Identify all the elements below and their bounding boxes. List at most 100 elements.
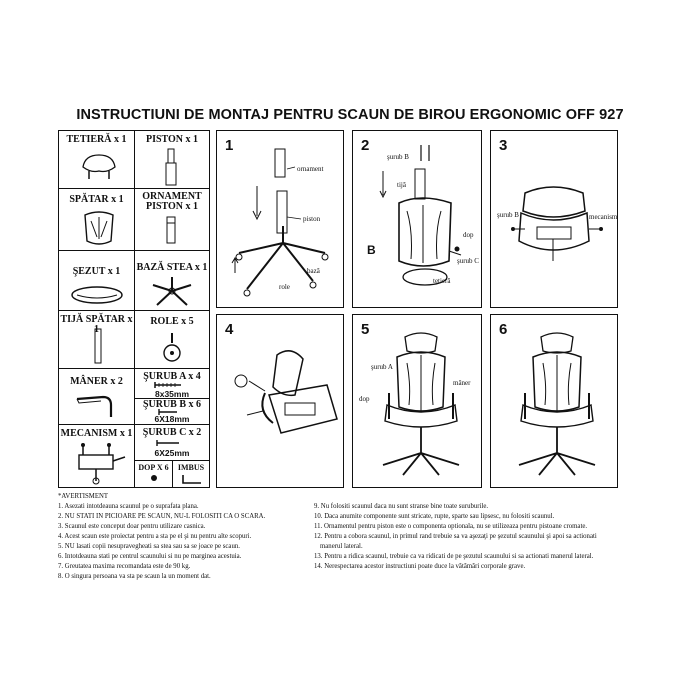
part-backrest: SPĂTAR x 1 [59,189,135,251]
step-number: 5 [361,321,370,338]
warning-item: 13. Pentru a ridica scaunul, trebuie ca … [314,553,594,560]
plug-label: dop [359,395,370,403]
backrest-marker: B [367,243,376,257]
part-label: ŞURUB A x 4 [143,371,201,382]
part-label: ŞURUB C x 2 [142,427,202,438]
warning-item: 12. Pentru a cobora scaunul, in primul r… [314,533,597,540]
piston-icon [165,148,177,186]
screw-a-label: şurub A [371,363,393,371]
step-1-drawing [231,148,329,297]
warning-heading: *AVERTISMENT [58,493,109,500]
step-number: 3 [499,137,508,154]
part-screw-c: ŞURUB C x 2 6X25mm [135,425,209,461]
headrest-label: tetieră [433,277,451,285]
ornament-icon [166,216,176,244]
part-spec: 6X25mm [154,448,190,458]
part-wheels: ROLE x 5 [135,311,209,369]
screw-b-label: şurub B [387,153,409,161]
part-screw-b: ŞURUB B x 6 6X18mm [135,399,209,425]
wheels-label: role [279,283,290,291]
page-title: INSTRUCTIUNI DE MONTAJ PENTRU SCAUN DE B… [76,107,624,123]
warnings-right: 9. Nu folositi scaunul daca nu sunt stra… [314,502,597,572]
step-3-panel: 3 şurub B mecanism [490,130,618,308]
armrest-icon [76,395,113,417]
part-label: BAZĂ STEA x 1 [136,262,208,273]
part-mechanism: MECANISM x 1 [59,425,135,487]
part-label: ŞEZUT x 1 [72,266,121,277]
part-label: ŞURUB B x 6 [142,399,202,410]
part-spec: 6X18mm [154,414,190,424]
mechanism-label: mecanism [589,213,618,221]
rod-label: tijă [397,181,406,189]
rod-icon [94,328,102,364]
screw-c-icon [156,440,179,446]
wheel-icon [163,333,181,362]
screw-a-icon [154,382,181,388]
warning-item: 4. Acest scaun este proiectat pentru a s… [58,533,252,540]
warning-item: manerul lateral. [320,543,363,550]
part-label: ORNAMENT PISTON x 1 [142,191,202,212]
part-label: SPĂTAR x 1 [69,194,124,205]
base-label: bază [307,267,320,275]
headrest-icon [82,154,116,179]
warning-item: 9. Nu folositi scaunul daca nu sunt stra… [314,503,489,510]
part-seat: ŞEZUT x 1 [59,251,135,311]
part-spec: 8x35mm [154,389,190,399]
part-label: MECANISM x 1 [60,428,133,439]
part-label: ROLE x 5 [150,316,194,327]
warning-item: 7. Greutatea maxima recomandata este de … [58,563,191,570]
warning-item: 14. Nerespectarea acestor instructiuni p… [314,563,526,570]
backrest-icon [84,211,114,245]
warning-item: 1. Asezati intotdeauna scaunul pe o supr… [58,503,199,510]
step-1-panel: 1 ornament piston bază role [216,130,344,308]
warning-item: 5. NU lasati copii nesupravegheati sa st… [58,543,240,550]
seat-icon [71,286,123,304]
part-allen-key: IMBUS [173,461,209,487]
part-label: IMBUS [177,463,205,472]
warning-item: 6. Intotdeauna stati pe centrul scaunulu… [58,553,242,560]
step-6-drawing [518,332,596,476]
warning-item: 11. Ornamentul pentru piston este o comp… [314,523,588,530]
warning-item: 10. Daca anumite componente sunt stricat… [314,513,555,520]
part-label: MÂNER x 2 [70,376,123,387]
part-label: TETIERĂ x 1 [66,134,127,145]
step-5-panel: 5 şurub A mâner dop [352,314,482,488]
star-base-icon [152,277,192,306]
step-4-panel: 4 [216,314,344,488]
part-label: DOP X 6 [138,463,169,472]
screw-c-label: şurub C [457,257,479,265]
step-2-drawing [379,145,462,286]
step-number: 6 [499,321,508,338]
step-6-panel: 6 [490,314,618,488]
warnings-left: *AVERTISMENT 1. Asezati intotdeauna scau… [58,492,265,582]
step-number: 1 [225,137,234,154]
step-3-drawing [511,186,603,261]
warning-item: 2. NU STATI IN PICIOARE PE SCAUN, NU-L F… [58,513,266,520]
ornament-label: ornament [297,165,324,173]
screw-b-label: şurub B [497,211,519,219]
step-2-panel: 2 şurub B tijă B dop şurub C tetieră [352,130,482,308]
warning-item: 3. Scaunul este conceput doar pentru uti… [58,523,206,530]
plug-label: dop [463,231,474,239]
parts-table: TETIERĂ x 1 PISTON x 1 SPĂTAR x 1 ORNAME… [58,130,210,488]
part-screw-a: ŞURUB A x 4 8x35mm [135,369,209,399]
part-plug: DOP X 6 [135,461,173,487]
part-base: BAZĂ STEA x 1 [135,251,209,311]
step-5-drawing [382,332,460,476]
piston-label: piston [303,215,321,223]
plug-icon [151,475,157,481]
part-back-rod: TIJĂ SPĂTAR x 1 [59,311,135,369]
part-ornament: ORNAMENT PISTON x 1 [135,189,209,251]
warning-item: 8. O singura persoana va sta pe scaun la… [58,573,211,580]
part-label: PISTON x 1 [145,134,199,145]
mechanism-icon [78,443,126,485]
screw-b-icon [158,409,177,415]
step-4-drawing [234,350,338,434]
allen-key-icon [182,475,201,484]
step-number: 4 [225,321,234,338]
part-piston: PISTON x 1 [135,131,209,189]
step-number: 2 [361,137,370,154]
part-handle: MÂNER x 2 [59,369,135,425]
part-headrest: TETIERĂ x 1 [59,131,135,189]
handle-label: mâner [453,379,471,387]
